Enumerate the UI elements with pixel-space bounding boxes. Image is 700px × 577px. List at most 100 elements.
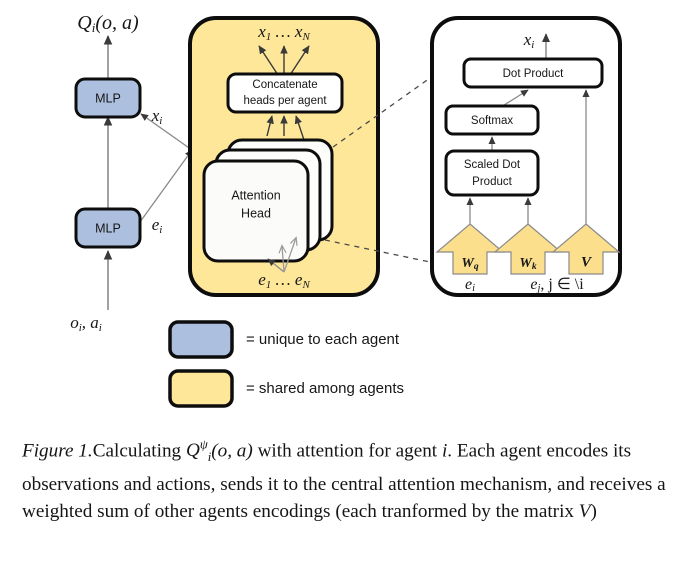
output-arrow-right — [289, 45, 310, 76]
xi-edge-label: xi — [151, 106, 163, 127]
q-subscript: i — [92, 20, 96, 35]
detail-ej-subscript: j — [535, 283, 540, 294]
caption-q-symbol: Q — [185, 440, 200, 462]
legend-swatch-shared-yellow — [168, 369, 234, 408]
concatenate-line-2: heads per agent — [243, 95, 327, 107]
zoom-connector-bottom — [324, 239, 431, 263]
attention-head-line-1: Attention — [231, 188, 280, 202]
caption-q-args: (o, a) — [211, 440, 253, 462]
caption-text-3: . Each agent encodes its observations an… — [22, 440, 666, 523]
head-to-concat-arrow-1 — [266, 115, 274, 137]
head-to-concat-arrow-3 — [294, 115, 305, 141]
left-agent-column: MLP MLP Qi(o, a) oi, ai — [70, 12, 193, 334]
zoom-connectors — [324, 77, 431, 263]
ei-to-shared-arrow — [139, 149, 193, 223]
v-symbol: V — [581, 254, 593, 270]
mlp-top-box — [74, 77, 142, 119]
diagram-canvas: MLP MLP Qi(o, a) oi, ai — [70, 12, 622, 408]
x1-subscript: 1 — [266, 31, 272, 43]
figure-number: Figure 1. — [22, 440, 93, 462]
q-args: (o, a) — [95, 12, 139, 34]
svg-text:xi: xi — [523, 30, 535, 51]
legend-swatch-agent-blue — [168, 320, 234, 359]
shared-inputs-label: e1 … eN — [258, 270, 310, 291]
mlp-bottom-box — [74, 207, 142, 249]
softmax-box — [444, 104, 540, 136]
detail-input-right-label: ej, j ∈ \i — [530, 276, 584, 295]
legend: = unique to each agent = shared among ag… — [168, 320, 404, 408]
q-symbol: Q — [77, 12, 92, 34]
caption-v-symbol: V — [578, 501, 591, 523]
en-subscript: N — [301, 279, 310, 291]
svg-text:ei: ei — [152, 215, 163, 236]
detail-input-left-label: ei — [465, 276, 475, 295]
caption-text-2: with attention for agent — [252, 440, 442, 462]
e1-symbol: e — [258, 270, 266, 289]
a-symbol: , a — [82, 313, 99, 332]
svg-text:ei: ei — [465, 276, 475, 295]
xi-to-mlp-arrow — [140, 113, 193, 151]
attention-head-line-2: Head — [241, 206, 271, 220]
legend-label-0: = unique to each agent — [246, 331, 400, 348]
a-subscript: i — [99, 322, 102, 334]
attention-head-detail-panel: xi Dot Product Softmax Scaled Dot P — [430, 16, 622, 297]
wq-subscript: q — [474, 262, 479, 272]
v-arrow-shape: V — [551, 223, 621, 275]
svg-text:Wq: Wq — [461, 256, 478, 272]
detail-ei-symbol: e — [465, 276, 472, 293]
shared-outputs-label: x1 … xN — [257, 22, 310, 43]
wk-symbol: W — [519, 256, 533, 271]
svg-text:ej, j ∈ \i: ej, j ∈ \i — [530, 276, 584, 295]
svg-text:Qi(o, a): Qi(o, a) — [77, 12, 139, 35]
softmax-to-dotproduct-arrow — [500, 89, 529, 108]
caption-text-1: Calculating — [92, 440, 186, 462]
shared-input-arrow-3 — [283, 236, 298, 273]
o-subscript: i — [79, 322, 82, 334]
softmax-label: Softmax — [471, 115, 513, 127]
detail-xi-symbol: x — [523, 30, 532, 49]
ei-symbol: e — [152, 215, 160, 234]
scaled-dot-product-box — [444, 149, 540, 197]
dot-product-box — [462, 57, 604, 89]
xi-symbol: x — [151, 106, 160, 125]
svg-text:e1 … eN: e1 … eN — [258, 270, 310, 291]
concatenate-line-1: Concatenate — [252, 79, 317, 91]
legend-label-1: = shared among agents — [246, 380, 404, 397]
output-arrow-left — [258, 45, 279, 76]
svg-text:xi: xi — [151, 106, 163, 127]
mlp-bottom-label: MLP — [95, 221, 121, 235]
e1-subscript: 1 — [266, 279, 272, 291]
detail-output-label: xi — [523, 30, 535, 51]
svg-text:x1 … xN: x1 … xN — [257, 22, 310, 43]
x-ellipsis: … x — [271, 22, 303, 41]
svg-text:oi, ai: oi, ai — [70, 313, 102, 334]
detail-ej-symbol: e — [530, 276, 537, 293]
detail-ei-subscript: i — [472, 283, 475, 294]
concatenate-box — [226, 72, 344, 114]
detail-xi-subscript: i — [531, 39, 534, 51]
shared-input-arrow-2 — [278, 244, 287, 273]
scaled-dot-line-2: Product — [472, 176, 512, 188]
mlp-top-label: MLP — [95, 91, 121, 105]
input-observation-action-label: oi, ai — [70, 313, 102, 334]
wk-subscript: k — [532, 262, 537, 272]
xi-subscript: i — [159, 115, 162, 127]
figure-caption: Figure 1.Calculating Qψi(o, a) with atte… — [22, 432, 682, 525]
e-ellipsis: … e — [271, 270, 303, 289]
wq-symbol: W — [461, 256, 475, 271]
caption-q-superscript: ψ — [199, 438, 208, 452]
scaled-dot-line-1: Scaled Dot — [464, 159, 521, 171]
shared-input-arrow-1 — [267, 258, 285, 273]
dot-product-label: Dot Product — [503, 68, 565, 80]
attention-head-front — [202, 159, 310, 263]
svg-text:Wk: Wk — [519, 256, 536, 272]
q-output-label: Qi(o, a) — [77, 12, 139, 35]
caption-agent-symbol: i — [441, 440, 448, 462]
xn-subscript: N — [301, 31, 310, 43]
detail-ej-rest: , j ∈ \i — [540, 276, 584, 293]
caption-q-subscript: i — [207, 450, 212, 465]
ei-subscript: i — [159, 224, 162, 236]
caption-text-4: ) — [590, 501, 597, 523]
shared-attention-panel: x1 … xN Concatenate heads per agent — [188, 16, 380, 297]
